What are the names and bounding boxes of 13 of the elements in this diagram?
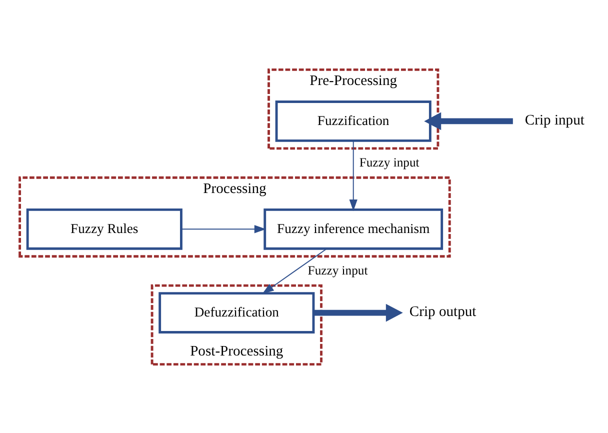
node-box: Fuzzification — [275, 100, 432, 142]
arrow — [349, 140, 358, 211]
node-text: Crip output — [409, 304, 476, 320]
node-box: Defuzzification — [158, 292, 315, 333]
node-box: Fuzzy Rules — [26, 208, 182, 250]
node-box: Fuzzy inference mechanism — [264, 208, 444, 250]
node-text: Crip input — [524, 112, 584, 128]
arrow — [180, 224, 266, 233]
arrow — [262, 248, 328, 294]
edge-label: Fuzzy input — [308, 262, 368, 277]
arrow — [314, 303, 403, 322]
arrow — [424, 112, 513, 130]
edge-label: Fuzzy input — [359, 154, 420, 169]
